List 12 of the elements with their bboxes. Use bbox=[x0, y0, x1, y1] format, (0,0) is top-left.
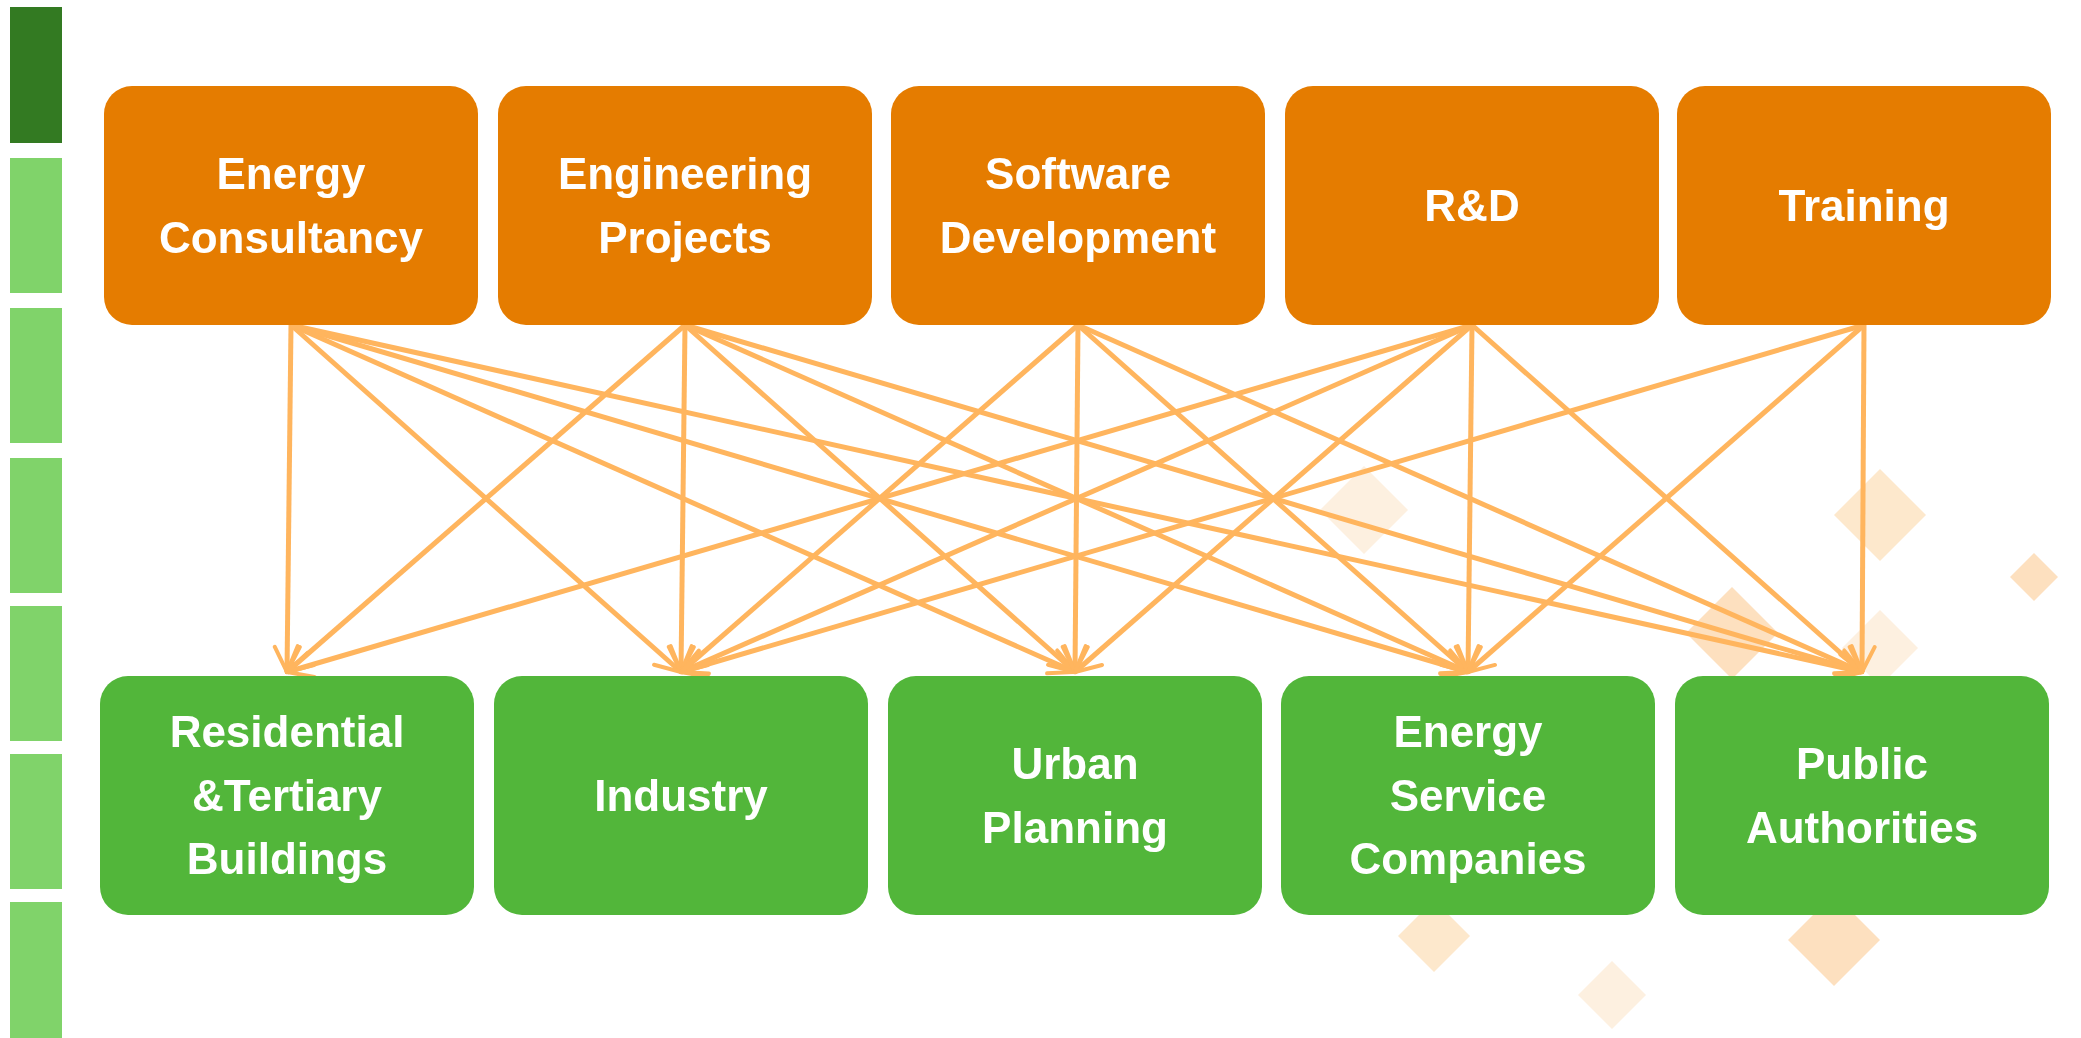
sector-box: Public Authorities bbox=[1675, 676, 2049, 915]
arrow bbox=[272, 324, 302, 674]
sector-box: Urban Planning bbox=[888, 676, 1262, 915]
service-box: Software Development bbox=[891, 86, 1265, 325]
service-box: Engineering Projects bbox=[498, 86, 872, 325]
sector-box: Energy Service Companies bbox=[1281, 676, 1655, 915]
sector-box: Industry bbox=[494, 676, 868, 915]
arrow bbox=[1847, 325, 1877, 674]
service-box: R&D bbox=[1285, 86, 1659, 325]
service-box: Training bbox=[1677, 86, 2051, 325]
service-box: Energy Consultancy bbox=[104, 86, 478, 325]
sector-box: Residential &Tertiary Buildings bbox=[100, 676, 474, 915]
